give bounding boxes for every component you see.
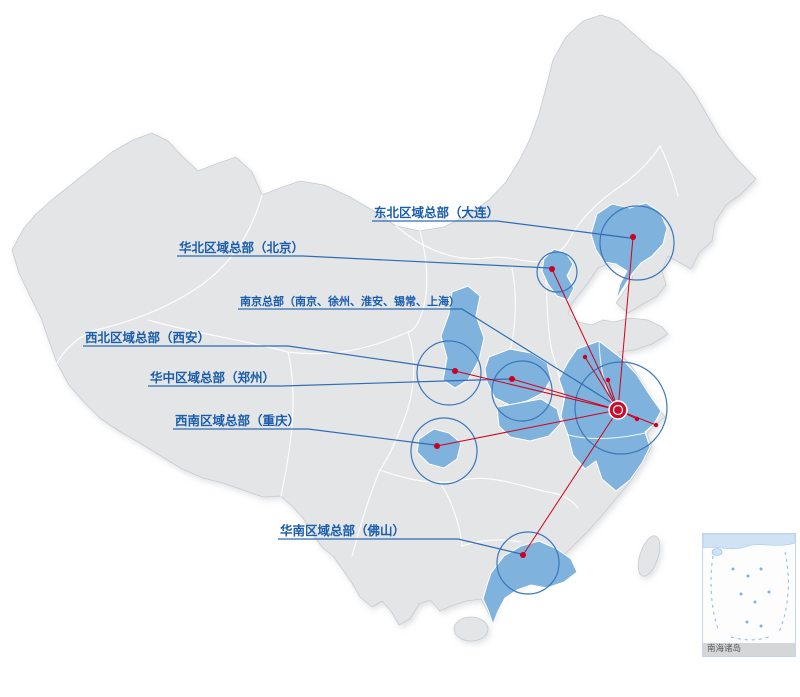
- inset-hainan: [711, 548, 723, 556]
- label-south-hq[interactable]: 华南区域总部（佛山）: [280, 523, 405, 538]
- province-guangdong-highlight: [482, 540, 578, 625]
- dot-xuzhou: [582, 354, 588, 360]
- label-northwest-hq[interactable]: 西北区域总部（西安）: [85, 330, 210, 345]
- connector-central: [148, 378, 511, 387]
- label-connectors: [83, 220, 631, 555]
- circle-dalian: [599, 205, 675, 281]
- region-labels: 东北区域总部（大连） 华北区域总部（北京） 南京总部（南京、徐州、淮安、锡常、上…: [85, 205, 499, 538]
- route-lines: [436, 236, 657, 556]
- connector-southwest: [173, 428, 436, 446]
- mainland-china: [11, 14, 757, 642]
- circle-nanjing-hub: [574, 361, 668, 455]
- inset-nine-dash-line: [710, 551, 789, 641]
- circle-xian: [416, 340, 482, 406]
- circle-beijing: [536, 251, 578, 293]
- province-beijing-tianjin-highlight: [541, 248, 575, 301]
- south-china-sea-inset: 南海诸岛: [702, 533, 796, 657]
- inset-islands: [731, 567, 771, 628]
- dot-xichang: [634, 416, 640, 422]
- dot-huaian: [605, 377, 611, 383]
- inset-coastline: [702, 533, 796, 550]
- province-liaoning-highlight: [590, 202, 668, 301]
- label-southwest-hq[interactable]: 西南区域总部（重庆）: [175, 413, 300, 428]
- hainan-island: [453, 616, 489, 642]
- dot-chongqing: [434, 443, 440, 449]
- highlight-internal-borders: [567, 340, 646, 440]
- dot-shanghai: [653, 422, 659, 428]
- dot-dalian: [630, 234, 636, 240]
- dot-zhengzhou: [509, 376, 515, 382]
- inset-caption: 南海诸岛: [703, 643, 795, 656]
- hub-badge-icon: [608, 400, 628, 420]
- city-dots: [434, 234, 659, 558]
- label-central-hq[interactable]: 华中区域总部（郑州）: [150, 370, 275, 385]
- province-east-cluster-highlight: [558, 340, 662, 492]
- taiwan-island: [637, 535, 661, 577]
- connector-south: [278, 538, 522, 555]
- connector-northeast: [372, 220, 631, 239]
- dot-xian: [452, 368, 458, 374]
- circle-chongqing: [410, 417, 478, 485]
- highlighted-provinces: [416, 202, 668, 625]
- province-chongqing-highlight: [416, 428, 462, 469]
- inset-map-canvas: [702, 533, 796, 641]
- label-north-hq[interactable]: 华北区域总部（北京）: [179, 240, 304, 255]
- city-radius-circles: [410, 205, 675, 595]
- connector-nanjing: [238, 308, 613, 404]
- connector-north: [177, 255, 551, 269]
- label-northeast-hq[interactable]: 东北区域总部（大连）: [374, 205, 499, 220]
- dot-beijing: [549, 266, 555, 272]
- circle-foshan: [496, 531, 560, 595]
- label-nanjing-hq[interactable]: 南京总部（南京、徐州、淮安、锡常、上海）: [240, 294, 460, 308]
- dot-foshan: [520, 552, 526, 558]
- connector-northwest: [83, 345, 454, 371]
